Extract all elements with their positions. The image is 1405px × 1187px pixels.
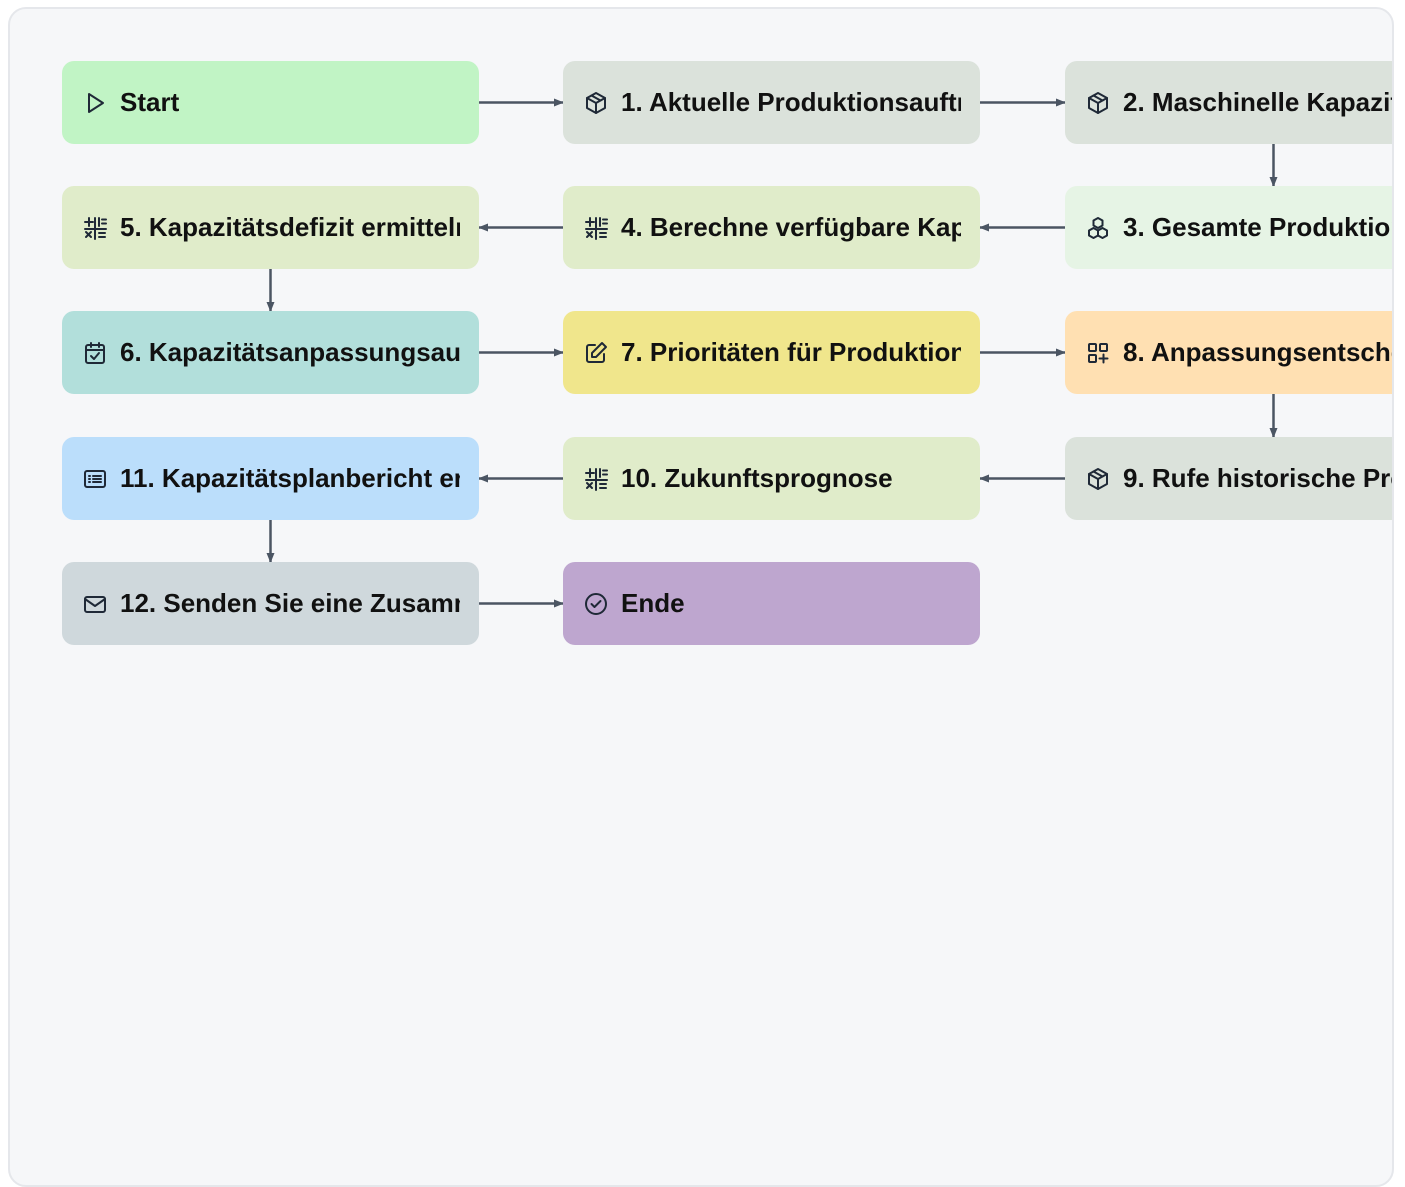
grid-plus-icon: [1085, 340, 1111, 366]
flow-node-n11[interactable]: 11. Kapazitätsplanbericht erstellen: [62, 437, 479, 520]
list-icon: [82, 466, 108, 492]
flow-node-n5[interactable]: 5. Kapazitätsdefizit ermitteln: [62, 186, 479, 269]
flow-node-n6[interactable]: 6. Kapazitätsanpassungsaufgabe: [62, 311, 479, 394]
flow-node-label: 8. Anpassungsentscheidung: [1123, 337, 1392, 367]
flow-node-n4[interactable]: 4. Berechne verfügbare Kapazität: [563, 186, 980, 269]
edit-icon: [583, 340, 609, 366]
flow-node-label: 2. Maschinelle Kapazität abrufen: [1123, 87, 1392, 117]
boxes-icon: [1085, 215, 1111, 241]
flow-node-label: 6. Kapazitätsanpassungsaufgabe: [120, 337, 460, 367]
box-icon: [583, 90, 609, 116]
flow-node-label: 3. Gesamte Produktionskapazität: [1123, 212, 1394, 242]
flow-node-n8[interactable]: 8. Anpassungsentscheidung: [1065, 311, 1392, 394]
flow-node-label: 12. Senden Sie eine Zusammenfassung: [120, 588, 460, 618]
box-icon: [1085, 466, 1111, 492]
calculator-icon: [82, 215, 108, 241]
mail-icon: [82, 591, 108, 617]
flow-node-label: 5. Kapazitätsdefizit ermitteln: [120, 212, 460, 242]
flow-node-n1[interactable]: 1. Aktuelle Produktionsaufträge abrufen: [563, 61, 980, 144]
flow-node-label: 1. Aktuelle Produktionsaufträge abrufen: [621, 87, 961, 117]
flow-node-n10[interactable]: 10. Zukunftsprognose: [563, 437, 980, 520]
flow-node-n2[interactable]: 2. Maschinelle Kapazität abrufen: [1065, 61, 1392, 144]
box-icon: [1085, 90, 1111, 116]
flow-node-n3[interactable]: 3. Gesamte Produktionskapazität: [1065, 186, 1394, 269]
calendar-check-icon: [82, 340, 108, 366]
calculator-icon: [583, 466, 609, 492]
flow-node-label: 9. Rufe historische Produktionsdaten ab: [1123, 463, 1392, 493]
flow-node-label: 10. Zukunftsprognose: [621, 463, 893, 493]
flow-node-start[interactable]: Start: [62, 61, 479, 144]
flow-node-label: 11. Kapazitätsplanbericht erstellen: [120, 463, 460, 493]
flow-node-n7[interactable]: 7. Prioritäten für Produktionsaufträge: [563, 311, 980, 394]
flow-node-n12[interactable]: 12. Senden Sie eine Zusammenfassung: [62, 562, 479, 645]
flow-node-end[interactable]: Ende: [563, 562, 980, 645]
flow-node-label: 4. Berechne verfügbare Kapazität: [621, 212, 961, 242]
flow-node-label: 7. Prioritäten für Produktionsaufträge: [621, 337, 961, 367]
flowchart-canvas: Start 1. Aktuelle Produktionsaufträge abr…: [8, 7, 1394, 1187]
flow-node-label: Start: [120, 87, 180, 117]
flowchart-edges: [266, 98, 1278, 608]
play-icon: [82, 90, 108, 116]
check-circle-icon: [583, 591, 609, 617]
flow-node-label: Ende: [621, 588, 685, 618]
calculator-icon: [583, 215, 609, 241]
flow-node-n9[interactable]: 9. Rufe historische Produktionsdaten ab: [1065, 437, 1392, 520]
